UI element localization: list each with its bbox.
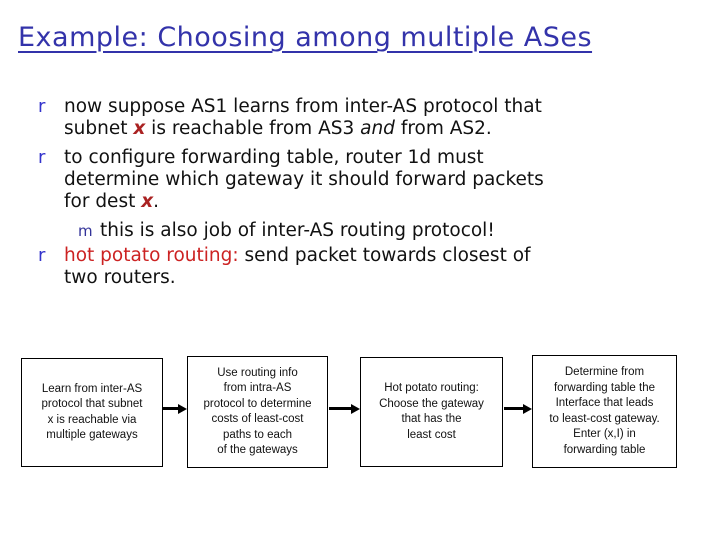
flow-box-line: Learn from inter-AS — [41, 382, 143, 395]
flow-box-line: Interface that leads — [555, 397, 654, 409]
flow-box-line: to least-cost gateway. — [549, 412, 660, 425]
bullet-item: r to configure forwarding table, router 1… — [38, 147, 683, 213]
flow-box-line: from intra-AS — [223, 382, 292, 394]
flow-box-line: forwarding table — [563, 443, 646, 456]
flow-box-line: Choose the gateway — [379, 397, 484, 410]
flow-box-line: paths to each — [222, 428, 293, 441]
flow-box-line: x is reachable via — [47, 413, 137, 426]
bullet-text: hot potato routing: send packet towards … — [64, 245, 531, 288]
flow-box-intra-as-costs: Use routing info from intra-AS protocol to… — [187, 356, 328, 468]
bullet-marker: m — [78, 222, 93, 240]
bullet-marker: r — [38, 147, 46, 168]
flow-box-line: Determine from — [564, 366, 645, 378]
bullet-text: to configure forwarding table, router 1d… — [64, 147, 544, 212]
bullet-item: r now suppose AS1 learns from inter-AS pr… — [38, 96, 683, 140]
flow-box-line: protocol that subnet — [41, 398, 143, 410]
bullet-list: r now suppose AS1 learns from inter-AS pr… — [38, 96, 683, 296]
flow-arrow-learn-gateways-to-intra-as-costs — [163, 407, 178, 410]
flow-box-line: Use routing info — [217, 366, 298, 379]
flow-arrow-hot-potato-to-forwarding-entry — [504, 407, 523, 410]
bullet-marker: r — [38, 96, 46, 117]
flow-arrow-intra-as-costs-to-hot-potato — [329, 407, 351, 410]
flow-box-line: protocol to determine — [203, 397, 312, 410]
flow-box-learn-gateways: Learn from inter-AS protocol that subnet x… — [21, 358, 163, 467]
bullet-item: r hot potato routing: send packet towards… — [38, 245, 683, 289]
bullet-text: now suppose AS1 learns from inter-AS pro… — [64, 96, 542, 139]
bullet-item: m this is also job of inter-AS routing pr… — [78, 220, 683, 242]
flow-box-line: forwarding table the — [553, 381, 655, 394]
flow-box-line: that has the — [401, 413, 462, 425]
flow-box-line: of the gateways — [217, 444, 298, 456]
page-title: Example: Choosing among multiple ASes — [18, 22, 593, 53]
flow-box-line: costs of least-cost — [211, 413, 304, 425]
flow-box-line: Enter (x,I) in — [573, 428, 636, 440]
flow-box-hot-potato: Hot potato routing: Choose the gateway tha… — [360, 357, 503, 467]
flow-box-line: multiple gateways — [46, 429, 138, 441]
bullet-text: this is also job of inter-AS routing pro… — [100, 220, 495, 241]
bullet-marker: r — [38, 245, 46, 266]
flow-box-line: Hot potato routing: — [384, 382, 479, 394]
flow-box-line: least cost — [407, 428, 456, 441]
